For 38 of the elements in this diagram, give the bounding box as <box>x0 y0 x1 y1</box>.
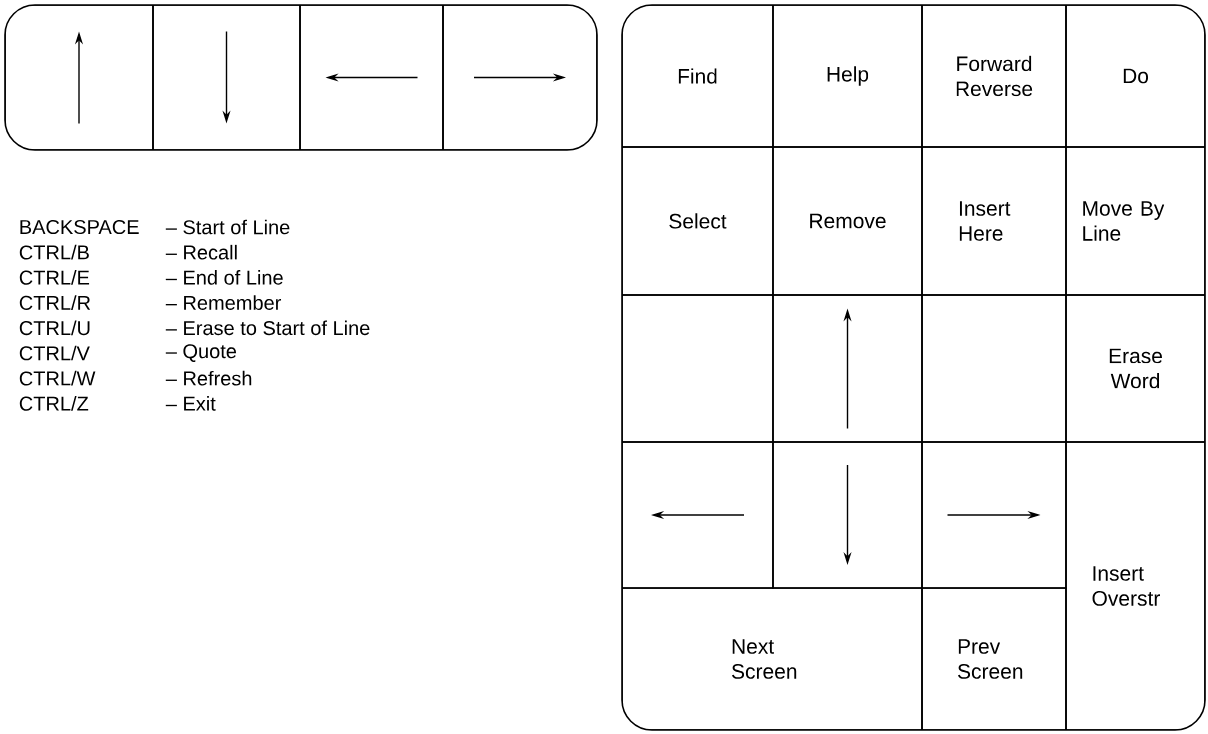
key <box>921 441 1067 589</box>
keypad-frame <box>4 4 598 151</box>
key: Do <box>1065 5 1205 148</box>
key: Select <box>622 146 774 296</box>
keypad-frame <box>621 4 1206 731</box>
shortcut-description: – Erase to Start of Line <box>165 320 370 336</box>
key: Insert Here <box>921 146 1067 296</box>
shortcut-description: – Exit <box>165 396 216 411</box>
key: Erase Word <box>1065 294 1205 443</box>
shortcut-key: BACKSPACE <box>20 219 139 235</box>
shortcut-description: – Start of Line <box>165 219 290 235</box>
shortcut-key: CTRL/E <box>19 270 90 285</box>
key: Prev Screen <box>921 587 1067 730</box>
shortcut-key: CTRL/Z <box>19 396 89 411</box>
key: Next Screen <box>622 587 923 730</box>
shortcut-key: CTRL/R <box>19 295 91 310</box>
key <box>299 5 444 150</box>
shortcut-key: CTRL/B <box>19 244 89 260</box>
key: Move By Line <box>1065 146 1205 296</box>
key <box>5 5 154 150</box>
shortcut-key: CTRL/W <box>19 370 96 386</box>
shortcut-description: – Remember <box>165 295 281 310</box>
key: Help <box>772 5 923 148</box>
key <box>442 5 597 150</box>
key <box>772 294 923 443</box>
shortcut-description: – Quote <box>165 344 237 362</box>
shortcut-description: – Refresh <box>165 370 252 386</box>
key: Remove <box>772 146 923 296</box>
shortcut-description: – End of Line <box>165 270 283 285</box>
key <box>772 441 923 589</box>
shortcut-key: CTRL/V <box>19 345 90 361</box>
key: Find <box>622 5 774 148</box>
key <box>921 294 1067 443</box>
key <box>152 5 301 150</box>
key: Forward Reverse <box>921 5 1067 148</box>
key: Insert Overstr <box>1065 441 1205 730</box>
shortcut-key: CTRL/U <box>19 320 90 336</box>
shortcut-description: – Recall <box>165 244 237 260</box>
